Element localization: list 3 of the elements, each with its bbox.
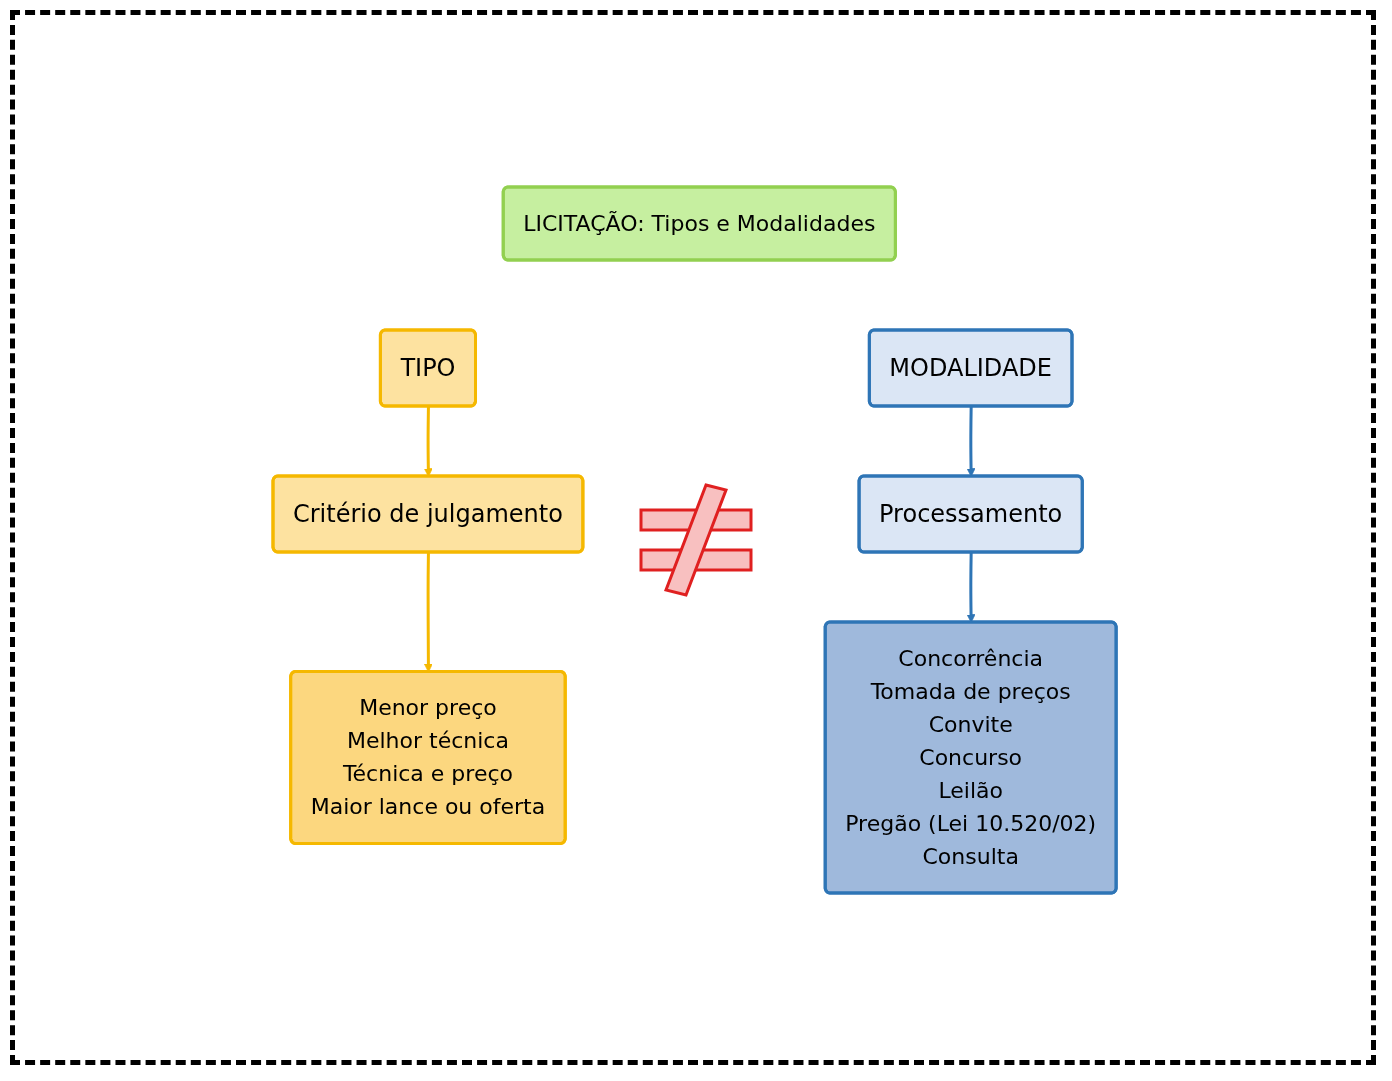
arrow — [967, 552, 976, 623]
arrow — [967, 406, 976, 477]
arrow — [424, 406, 434, 477]
